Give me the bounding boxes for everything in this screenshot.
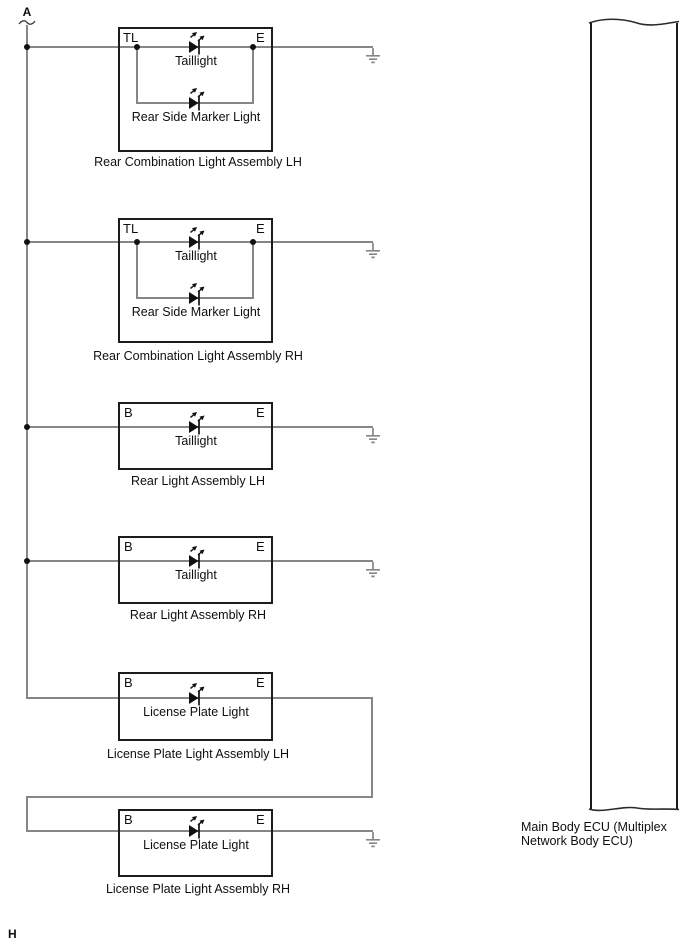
component-label: Rear Light Assembly LH — [130, 474, 266, 488]
ecu-box — [590, 23, 678, 809]
terminal-label: E — [256, 812, 265, 827]
wire-branch — [252, 46, 254, 104]
junction-dot — [250, 239, 256, 245]
junction-dot — [24, 558, 30, 564]
ecu-break-bottom-icon — [588, 806, 680, 812]
component-label: Rear Combination Light Assembly LH — [94, 155, 302, 169]
component-box-rear-combination-rh — [118, 218, 273, 343]
terminal-label: E — [256, 30, 265, 45]
side-marker-lamp-icon — [189, 283, 205, 306]
license-lamp-icon — [189, 683, 205, 706]
junction-dot — [134, 44, 140, 50]
component-box-rear-combination-lh — [118, 27, 273, 152]
terminal-label: E — [256, 539, 265, 554]
component-box-rear-light-rh — [118, 536, 273, 604]
connector-a-label: A — [22, 5, 32, 19]
side-marker-lamp-icon — [189, 88, 205, 111]
terminal-label: B — [124, 539, 133, 554]
ground-icon — [366, 243, 380, 259]
lamp-label: Taillight — [175, 568, 217, 582]
terminal-label: E — [256, 221, 265, 236]
junction-dot — [24, 239, 30, 245]
terminal-label: E — [256, 675, 265, 690]
lamp-label: Rear Side Marker Light — [131, 110, 261, 124]
power-bus-wire — [26, 25, 28, 698]
terminal-label: E — [256, 405, 265, 420]
ecu-break-top-icon — [588, 18, 680, 26]
ecu-label-line1: Main Body ECU (Multiplex — [521, 820, 667, 834]
junction-dot — [24, 44, 30, 50]
wire-license-lh-down — [371, 697, 373, 798]
taillight-lamp-icon — [189, 32, 205, 55]
lamp-label: Taillight — [175, 434, 217, 448]
ground-icon — [366, 48, 380, 64]
component-label: Rear Light Assembly RH — [129, 608, 267, 622]
wire-branch — [136, 241, 138, 299]
component-label: License Plate Light Assembly LH — [106, 747, 290, 761]
lamp-label: Rear Side Marker Light — [131, 305, 261, 319]
ground-icon — [366, 562, 380, 578]
component-box-rear-light-lh — [118, 402, 273, 470]
lamp-label: Taillight — [175, 249, 217, 263]
terminal-label: TL — [123, 221, 139, 236]
junction-dot — [250, 44, 256, 50]
lamp-label: License Plate Light — [143, 838, 249, 852]
junction-dot — [134, 239, 140, 245]
component-label: License Plate Light Assembly RH — [105, 882, 291, 896]
license-lamp-icon — [189, 816, 205, 839]
lamp-label: License Plate Light — [143, 705, 249, 719]
wire-break-icon — [18, 20, 36, 25]
junction-dot — [24, 424, 30, 430]
page-marker: H — [8, 927, 17, 941]
component-box-license-plate-lh — [118, 672, 273, 741]
wire-branch — [252, 241, 254, 299]
wire-branch — [136, 46, 138, 104]
lamp-label: Taillight — [175, 54, 217, 68]
taillight-lamp-icon — [189, 412, 205, 435]
ecu-label-line2: Network Body ECU) — [521, 834, 633, 848]
taillight-lamp-icon — [189, 227, 205, 250]
ground-icon — [366, 428, 380, 444]
wire-license-return — [26, 796, 373, 798]
component-label: Rear Combination Light Assembly RH — [93, 349, 303, 363]
terminal-label: B — [124, 812, 133, 827]
terminal-label: B — [124, 675, 133, 690]
terminal-label: TL — [123, 30, 139, 45]
ground-icon — [366, 832, 380, 848]
wire-license-rh-drop — [26, 796, 28, 832]
terminal-label: B — [124, 405, 133, 420]
taillight-lamp-icon — [189, 546, 205, 569]
component-box-license-plate-rh — [118, 809, 273, 877]
